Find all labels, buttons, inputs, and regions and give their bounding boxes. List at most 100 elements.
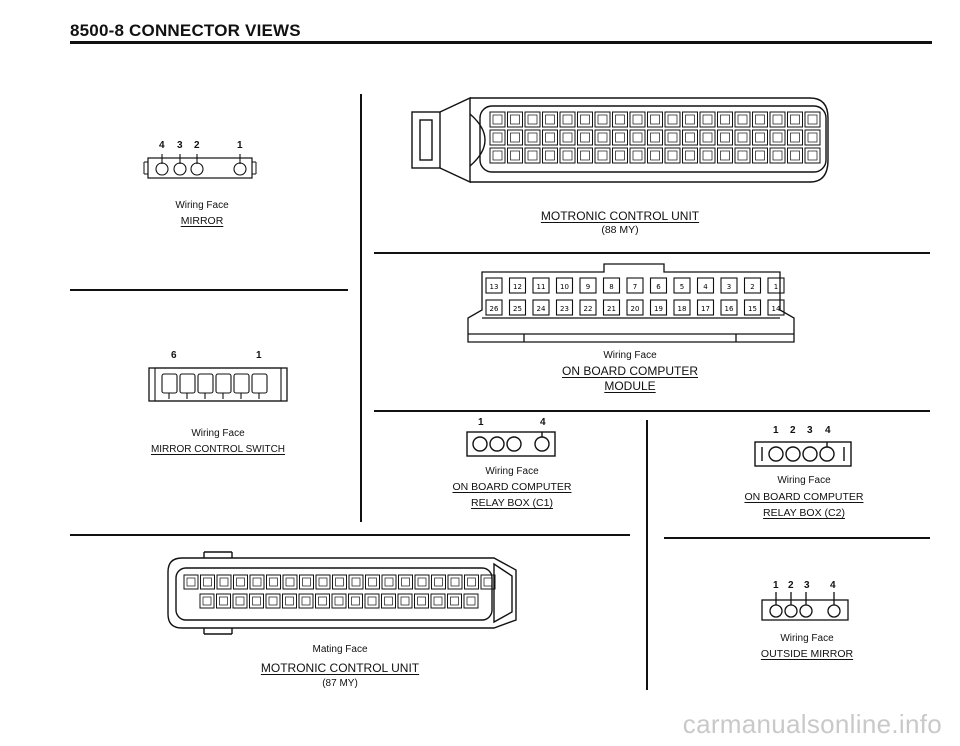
motronic-88-pin-cell bbox=[647, 111, 663, 128]
relay-c2-pin-2: 2 bbox=[790, 425, 796, 436]
motronic-87-pin-cell bbox=[430, 593, 446, 609]
obc-module-pin-number: 15 bbox=[748, 305, 757, 313]
motronic-87-pin-cell bbox=[299, 574, 314, 590]
motronic-87-pin-cell-inner bbox=[400, 596, 410, 606]
motronic-88-pin-cell bbox=[542, 111, 558, 128]
motronic-87-pin-cell bbox=[282, 593, 297, 609]
relay-c2-face-label: Wiring Face bbox=[777, 475, 831, 486]
motronic-88-pin-cell bbox=[717, 129, 733, 146]
obc-module-pin-cell bbox=[532, 299, 550, 316]
motronic-88-pin-cell-inner bbox=[580, 132, 590, 143]
divider-left-mid bbox=[70, 289, 348, 291]
motronic-88-pin-cell bbox=[682, 111, 698, 128]
relay-c2-caption: Wiring Face ON BOARD COMPUTER RELAY BOX … bbox=[722, 474, 886, 520]
relay-c2-pin-1: 1 bbox=[773, 425, 779, 436]
obc-module-pin-number: 13 bbox=[490, 283, 499, 291]
motronic-87-pin-cell bbox=[348, 593, 363, 609]
motronic-88-pin-cell-inner bbox=[545, 132, 555, 143]
obc-module-pin-number: 1 bbox=[774, 283, 778, 291]
obc-module-pin-number: 3 bbox=[727, 283, 731, 291]
motronic-87-pin-cell-inner bbox=[433, 596, 443, 606]
motronic-88-pin-cell bbox=[804, 129, 821, 146]
relay-c2-pin-4: 4 bbox=[825, 425, 831, 436]
obc-module-pin-cell bbox=[743, 299, 762, 316]
outside-mirror-caption: Wiring Face OUTSIDE MIRROR bbox=[742, 632, 872, 661]
motronic-88-pin-cell bbox=[594, 111, 611, 128]
motronic-87-connector-diagram bbox=[167, 551, 517, 635]
motronic-87-pin-cell-inner bbox=[417, 577, 427, 587]
obc-module-face-label: Wiring Face bbox=[603, 350, 657, 361]
obc-module-pin-number: 26 bbox=[490, 305, 499, 313]
motronic-88-pin-cell-inner bbox=[615, 114, 625, 125]
relay-c2-name-line2: RELAY BOX (C2) bbox=[763, 507, 845, 519]
outside-mirror-connector-diagram bbox=[761, 592, 849, 621]
obc-module-pin-cell bbox=[743, 277, 762, 294]
motronic-87-pin-cell bbox=[200, 574, 215, 590]
motronic-88-pin-cell-inner bbox=[492, 150, 503, 161]
motronic-87-pin-cell bbox=[463, 593, 479, 609]
mirror-name: MIRROR bbox=[180, 215, 224, 227]
obc-module-pin-number: 23 bbox=[560, 305, 569, 313]
obc-module-pin-cell bbox=[720, 299, 738, 316]
motronic-88-pin-cell-inner bbox=[720, 132, 730, 143]
motronic-88-pin-cell-inner bbox=[702, 114, 713, 125]
motronic-88-pin-cell-inner bbox=[720, 150, 730, 161]
motronic-88-pin-cell-inner bbox=[807, 132, 818, 143]
motronic-88-pin-cell bbox=[769, 147, 786, 164]
motronic-87-pin-cell bbox=[398, 574, 413, 590]
motronic-88-pin-cell bbox=[524, 129, 541, 146]
motronic-87-pin-cell-inner bbox=[301, 596, 311, 606]
motronic-88-pin-cell-inner bbox=[580, 150, 590, 161]
motronic-87-pin-cell bbox=[464, 574, 479, 590]
motronic-88-pin-cell bbox=[524, 147, 541, 164]
motronic-88-pin-cell bbox=[507, 111, 523, 128]
obc-module-pin-cell bbox=[720, 277, 738, 294]
motronic-87-year: (87 MY) bbox=[322, 678, 358, 689]
switch-pin-6: 6 bbox=[171, 350, 177, 361]
switch-pin-1: 1 bbox=[256, 350, 262, 361]
page-title: 8500-8 CONNECTOR VIEWS bbox=[70, 21, 301, 40]
motronic-88-pin-cell-inner bbox=[755, 114, 765, 125]
motronic-88-pin-cell bbox=[787, 111, 803, 128]
obc-module-pin-cell bbox=[485, 299, 503, 316]
motronic-88-pin-cell-inner bbox=[772, 132, 783, 143]
motronic-87-pin-cell bbox=[414, 574, 430, 590]
motronic-87-pin-cell-inner bbox=[368, 577, 377, 587]
motronic-87-pin-cell bbox=[365, 574, 380, 590]
motronic-88-pin-cell bbox=[577, 147, 593, 164]
motronic-88-pin-cell bbox=[682, 129, 698, 146]
motronic-87-pin-cell-inner bbox=[318, 577, 328, 587]
obc-module-pin-cell bbox=[579, 277, 597, 294]
motronic-88-pin-cell-inner bbox=[562, 114, 573, 125]
motronic-87-pin-cell-inner bbox=[203, 577, 212, 587]
motronic-88-pin-cell bbox=[717, 147, 733, 164]
motronic-87-pin-cell-inner bbox=[318, 596, 327, 606]
obc-module-pin-cell bbox=[602, 299, 621, 316]
motronic-88-pin-cell bbox=[664, 147, 681, 164]
motronic-87-pin-cell-inner bbox=[450, 577, 460, 587]
motronic-87-pin-cell bbox=[298, 593, 314, 609]
motronic-88-pin-cell-inner bbox=[790, 114, 800, 125]
motronic-88-pin-cell bbox=[524, 111, 541, 128]
motronic-87-pin-cell bbox=[414, 593, 429, 609]
obc-module-pin-cell bbox=[579, 299, 597, 316]
mirror-connector-diagram bbox=[143, 154, 257, 179]
motronic-88-pin-cell-inner bbox=[597, 114, 608, 125]
motronic-88-pin-cell-inner bbox=[597, 150, 608, 161]
motronic-87-pin-cell bbox=[480, 574, 496, 590]
motronic-88-pin-cell bbox=[559, 111, 576, 128]
motronic-88-name: MOTRONIC CONTROL UNIT bbox=[540, 209, 700, 223]
mirror-switch-caption: Wiring Face MIRROR CONTROL SWITCH bbox=[130, 427, 306, 456]
motronic-87-pin-cell bbox=[447, 574, 463, 590]
motronic-88-pin-cell-inner bbox=[597, 132, 608, 143]
obc-module-pin-number: 18 bbox=[678, 305, 687, 313]
motronic-88-pin-cell-inner bbox=[772, 114, 783, 125]
motronic-88-pin-cell-inner bbox=[545, 150, 555, 161]
motronic-88-pin-cell-inner bbox=[685, 114, 695, 125]
motronic-87-pin-cell-inner bbox=[334, 596, 344, 606]
motronic-87-pin-cell bbox=[331, 593, 347, 609]
motronic-88-pin-cell-inner bbox=[790, 150, 800, 161]
motronic-88-pin-cell-inner bbox=[720, 114, 730, 125]
motronic-88-pin-cell bbox=[769, 111, 786, 128]
